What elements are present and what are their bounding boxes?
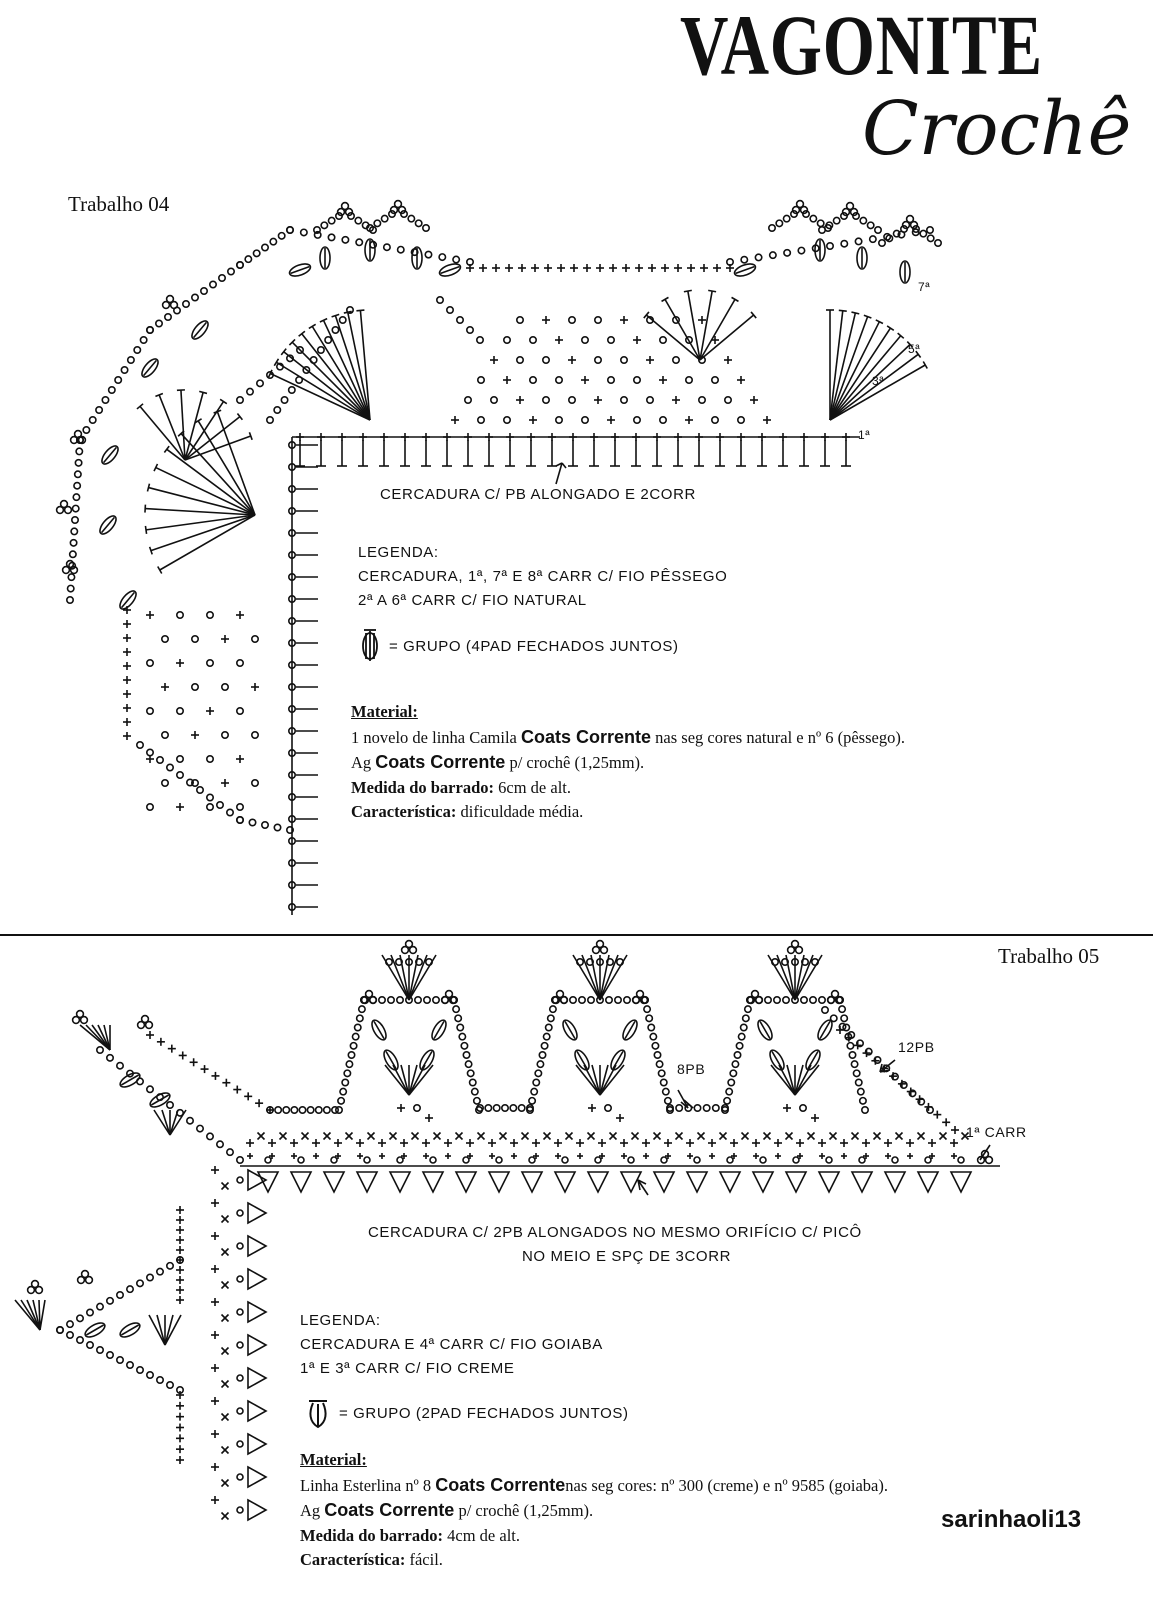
border-note-05a: CERCADURA C/ 2PB ALONGADOS NO MESMO ORIF… xyxy=(368,1224,862,1241)
material-line: Linha Esterlina nº 8 xyxy=(300,1475,436,1495)
material-line: p/ crochê (1,25mm). xyxy=(454,1501,594,1520)
label-8pb: 8PB xyxy=(677,1061,706,1077)
legend-line: CERCADURA E 4ª CARR C/ FIO GOIABA xyxy=(300,1336,603,1353)
signature: sarinhaoli13 xyxy=(941,1506,1082,1533)
size-value: 6cm de alt. xyxy=(494,777,571,797)
brand-name: Coats Corrente xyxy=(375,752,506,772)
material-line: nas seg cores natural e nº 6 (pêssego). xyxy=(651,727,905,747)
char-label: Característica: xyxy=(300,1550,406,1569)
material-heading: Material: xyxy=(351,702,418,721)
legend-line: 1ª E 3ª CARR C/ FIO CREME xyxy=(300,1360,515,1377)
material-line: nas seg cores: nº 300 (creme) e nº 9585 … xyxy=(565,1475,888,1495)
material-line: 1 novelo de linha Camila xyxy=(351,727,522,747)
brand-name: Coats Corrente xyxy=(435,1474,566,1495)
material-05: Material: Linha Esterlina nº 8 Coats Cor… xyxy=(300,1448,888,1573)
border-note-05b: NO MEIO E SPÇ DE 3CORR xyxy=(522,1248,732,1265)
char-value: dificuldade média. xyxy=(456,802,584,821)
char-value: fácil. xyxy=(405,1550,443,1569)
size-value: 4cm de alt. xyxy=(443,1525,520,1545)
legend-heading: LEGENDA: xyxy=(358,544,439,561)
brand-title: VAGONITE xyxy=(680,0,1043,93)
legend-line: CERCADURA, 1ª, 7ª E 8ª CARR C/ FIO PÊSSE… xyxy=(358,568,728,585)
size-label: Medida do barrado: xyxy=(300,1525,444,1545)
legend-04: LEGENDA: CERCADURA, 1ª, 7ª E 8ª CARR C/ … xyxy=(358,541,727,613)
brand-name: Coats Corrente xyxy=(521,726,652,747)
legend-symbol-text: = GRUPO (2PAD FECHADOS JUNTOS) xyxy=(339,1405,629,1422)
material-line: Ag xyxy=(351,753,376,772)
row-label-1: 1ª xyxy=(858,428,871,442)
label-row1: 1ª CARR xyxy=(966,1124,1027,1140)
row-label-5: 5ª xyxy=(908,342,921,356)
border-note-04: CERCADURA C/ PB ALONGADO E 2CORR xyxy=(380,486,696,503)
material-line: p/ crochê (1,25mm). xyxy=(505,753,645,772)
size-label: Medida do barrado: xyxy=(351,777,495,797)
legend-05: LEGENDA: CERCADURA E 4ª CARR C/ FIO GOIA… xyxy=(300,1309,603,1381)
brand-subtitle: Crochê xyxy=(862,86,1132,172)
brand-name: Coats Corrente xyxy=(324,1500,455,1520)
row-label-3: 3ª xyxy=(872,374,885,388)
label-12pb: 12PB xyxy=(898,1039,935,1055)
legend-heading: LEGENDA: xyxy=(300,1312,381,1329)
row-label-7: 7ª xyxy=(918,280,931,294)
char-label: Característica: xyxy=(351,802,457,821)
work05-title: Trabalho 05 xyxy=(998,944,1100,968)
legend-line: 2ª A 6ª CARR C/ FIO NATURAL xyxy=(358,592,587,609)
material-heading: Material: xyxy=(300,1450,367,1469)
section-divider xyxy=(0,934,1153,936)
legend-symbol-text: = GRUPO (4PAD FECHADOS JUNTOS) xyxy=(389,638,679,655)
material-04: Material: 1 novelo de linha Camila Coats… xyxy=(351,700,905,825)
work04-title: Trabalho 04 xyxy=(68,192,170,216)
material-line: Ag xyxy=(300,1501,325,1520)
